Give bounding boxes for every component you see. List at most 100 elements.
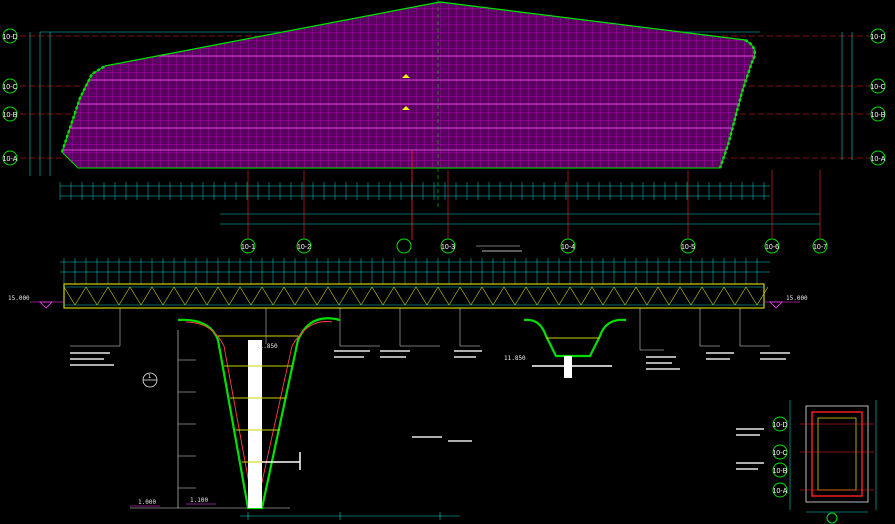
svg-text:10-C: 10-C xyxy=(870,84,885,91)
drawing-line xyxy=(107,286,120,306)
drawing-line xyxy=(74,286,87,306)
axis-bubble-right-10-D: 10-D xyxy=(870,28,886,44)
drawing-line xyxy=(195,286,208,306)
roof-truss xyxy=(63,283,765,309)
section-marker: 1 xyxy=(142,372,158,388)
svg-text:10-C: 10-C xyxy=(772,450,787,457)
drawing-line xyxy=(470,286,483,306)
detail-axis-10-C: 10-C xyxy=(772,444,788,460)
svg-text:10-B: 10-B xyxy=(773,468,788,475)
svg-text:10-A: 10-A xyxy=(3,156,18,163)
svg-text:10-3: 10-3 xyxy=(441,244,455,251)
drawing-line xyxy=(184,286,197,306)
svg-text:1.000: 1.000 xyxy=(138,499,156,506)
drawing-line xyxy=(305,286,318,306)
drawing-line xyxy=(745,286,758,306)
axis-bubble-10-5: 10-5 xyxy=(680,238,696,254)
drawing-line xyxy=(217,286,230,306)
plan-axis-bubbles-left: 10-D 10-C 10-B 10-A xyxy=(2,28,18,166)
svg-text:10-B: 10-B xyxy=(871,112,886,119)
svg-text:10-D: 10-D xyxy=(2,34,17,41)
svg-text:11.850: 11.850 xyxy=(504,355,526,362)
plan-dimension-ticks xyxy=(59,182,765,200)
detail-axis-10-D: 10-D xyxy=(772,416,788,432)
drawing-line xyxy=(624,286,637,306)
drawing-line xyxy=(129,286,142,306)
drawing-line xyxy=(228,286,241,306)
roof-plan xyxy=(20,0,870,252)
drawing-line xyxy=(393,286,406,306)
axis-bubble-right-10-A: 10-A xyxy=(870,150,886,166)
drawing-line xyxy=(723,286,736,306)
level-mark-left: 15.000 xyxy=(8,295,64,309)
drawing-line xyxy=(349,286,362,306)
drawing-line xyxy=(151,286,164,306)
drawing-line xyxy=(272,286,285,306)
drawing-line xyxy=(481,286,494,306)
drawing-line xyxy=(514,286,527,306)
plan-axis-bubbles-right: 10-D 10-C 10-B 10-A xyxy=(870,28,886,166)
drawing-line xyxy=(404,286,417,306)
detail-axis-10-B: 10-B xyxy=(772,462,788,478)
level-mark-right: 15.000 xyxy=(764,295,808,309)
drawing-line xyxy=(558,286,571,306)
svg-text:10-A: 10-A xyxy=(773,488,788,495)
drawing-line xyxy=(415,286,428,306)
axis-bubble-10-1: 10-1 xyxy=(240,238,256,254)
svg-text:10-4: 10-4 xyxy=(561,244,575,251)
elevation-dimension-ticks xyxy=(63,258,758,284)
drawing-line xyxy=(668,286,681,306)
drawing-line xyxy=(525,286,538,306)
drawing-line xyxy=(734,286,747,306)
plan-axis-bubbles-x: 10-1 10-2 10-3 10-4 10-5 10-6 10-7 xyxy=(240,238,828,254)
drawing-line xyxy=(459,286,472,306)
svg-text:15.000: 15.000 xyxy=(786,295,808,302)
svg-text:10-C: 10-C xyxy=(2,84,17,91)
drawing-line xyxy=(712,286,725,306)
column-cap-detail: 10-D 10-C 10-B 10-A xyxy=(736,400,877,524)
drawing-line xyxy=(547,286,560,306)
axis-bubble-right-10-C: 10-C xyxy=(870,78,886,94)
svg-text:10-1: 10-1 xyxy=(241,244,255,251)
drawing-line xyxy=(85,286,98,306)
drawing-line xyxy=(239,286,252,306)
drawing-line xyxy=(635,286,648,306)
drawing-line xyxy=(701,286,714,306)
drawing-line xyxy=(327,286,340,306)
svg-text:1.100: 1.100 xyxy=(190,497,208,504)
drawing-line xyxy=(382,286,395,306)
drawing-line xyxy=(426,286,439,306)
axis-bubble-left-10-B: 10-B xyxy=(2,106,18,122)
svg-text:10-7: 10-7 xyxy=(813,244,827,251)
drawing-line xyxy=(371,286,384,306)
drawing-line xyxy=(338,286,351,306)
detail-axis-10-A: 10-A xyxy=(772,482,788,498)
axis-bubble-10-7: 10-7 xyxy=(812,238,828,254)
drawing-line xyxy=(613,286,626,306)
svg-text:10-6: 10-6 xyxy=(765,244,779,251)
drawing-line xyxy=(591,286,604,306)
svg-text:10-5: 10-5 xyxy=(681,244,695,251)
axis-bubble-left-10-C: 10-C xyxy=(2,78,18,94)
drawing-line xyxy=(657,286,670,306)
bottom-level-marks: 1.000 1.100 xyxy=(130,497,216,507)
svg-text:10-A: 10-A xyxy=(871,156,886,163)
svg-text:10-D: 10-D xyxy=(870,34,885,41)
roof-grid-area xyxy=(61,1,756,169)
funnel-column-secondary: 11.850 xyxy=(504,318,627,378)
drawing-line xyxy=(602,286,615,306)
funnel-column-main: 11.850 xyxy=(177,317,341,510)
svg-text:15.000: 15.000 xyxy=(8,295,30,302)
drawing-line xyxy=(316,286,329,306)
svg-text:10-B: 10-B xyxy=(3,112,18,119)
svg-text:10-2: 10-2 xyxy=(297,244,311,251)
plan-vertical-axes xyxy=(247,170,821,238)
svg-text:11.850: 11.850 xyxy=(256,343,278,350)
drawing-line xyxy=(206,286,219,306)
axis-bubble-left-10-A: 10-A xyxy=(2,150,18,166)
drawing-line xyxy=(679,286,692,306)
drawing-line xyxy=(580,286,593,306)
axis-bubble-right-10-B: 10-B xyxy=(870,106,886,122)
drawing-line xyxy=(503,286,516,306)
